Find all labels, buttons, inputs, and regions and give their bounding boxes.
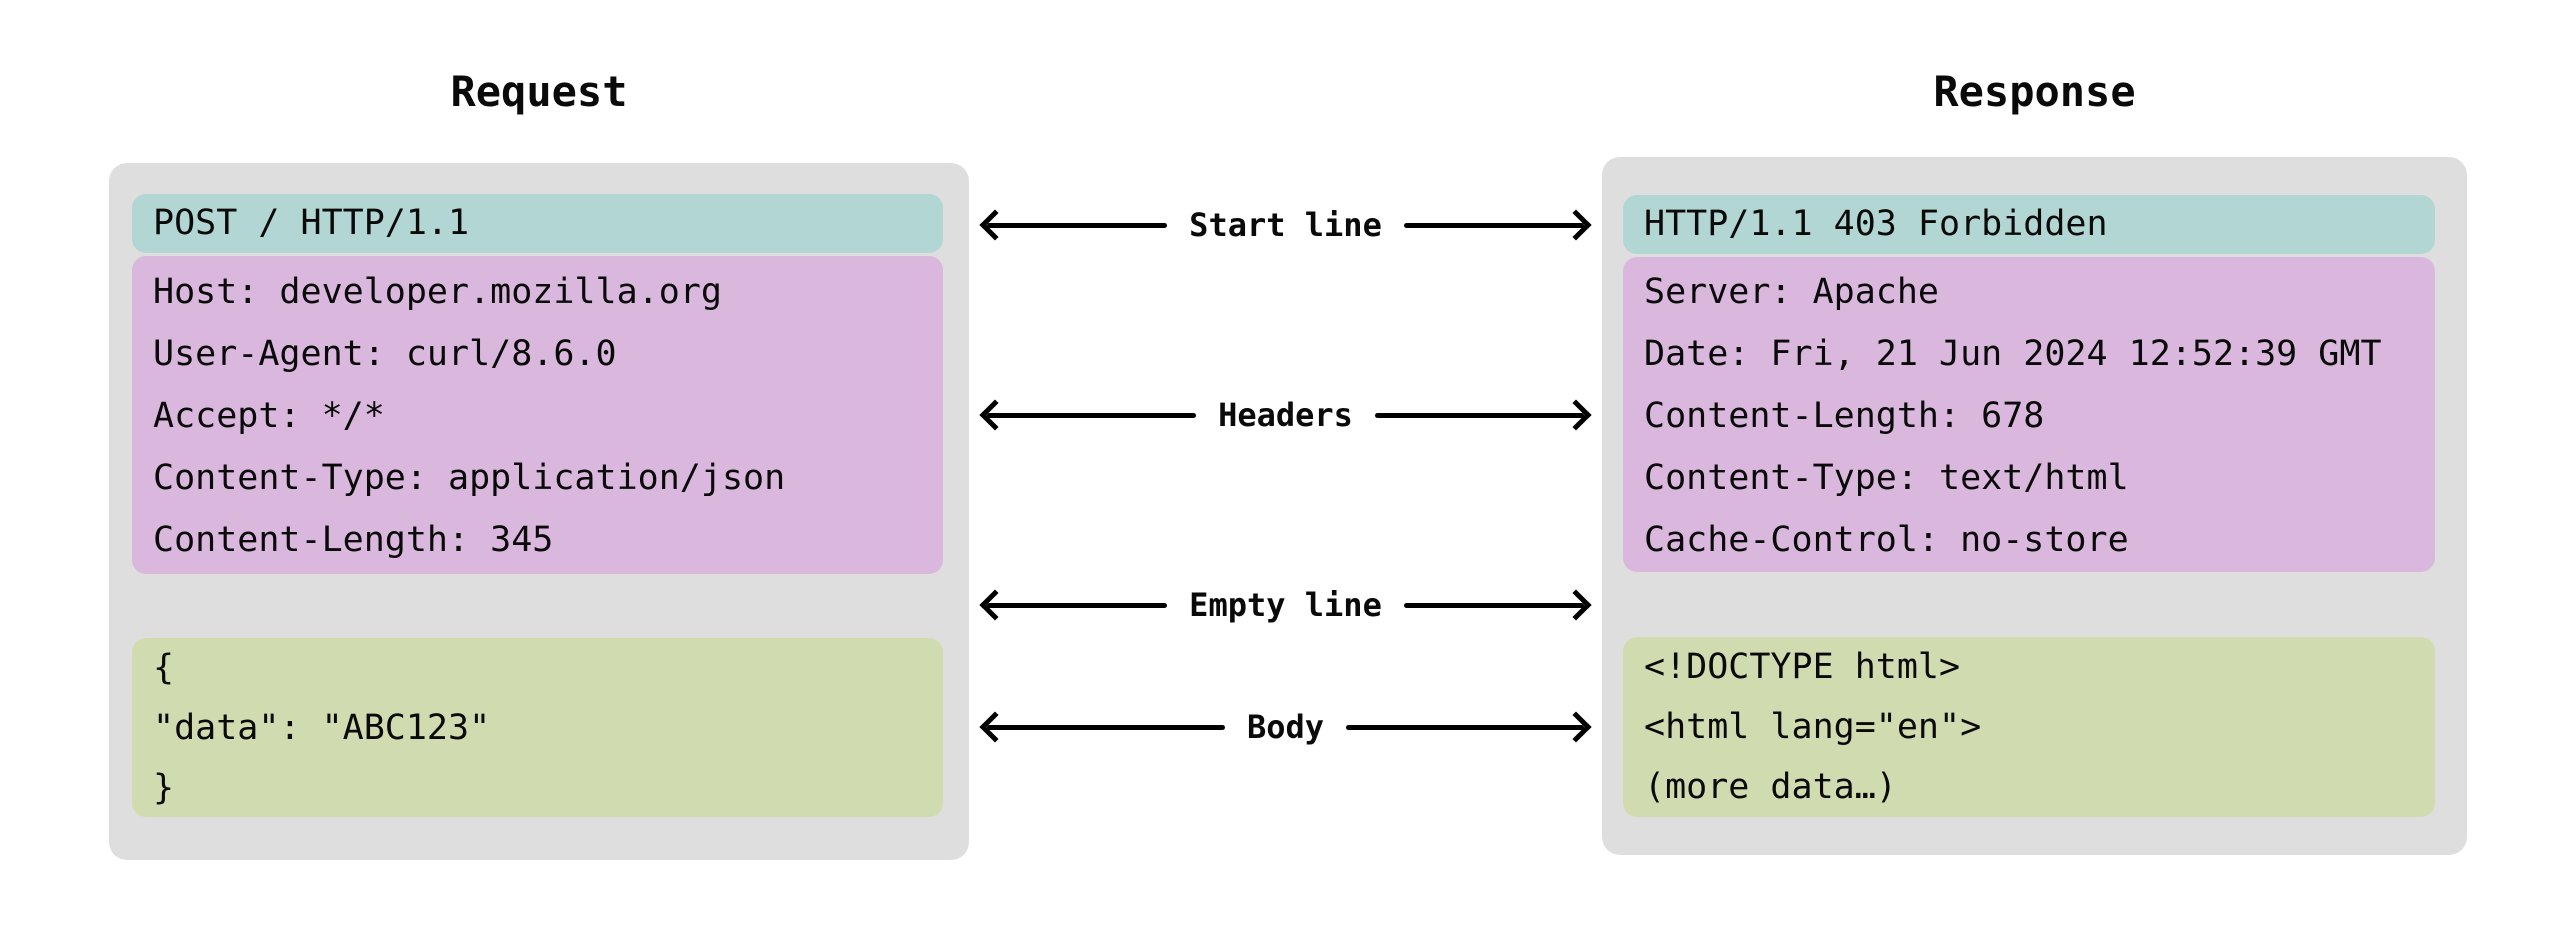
- left-arrow-icon: [987, 222, 1168, 228]
- right-arrow-icon: [1403, 222, 1584, 228]
- response-body-line: <!DOCTYPE html>: [1644, 647, 1961, 687]
- request-start-line-box: POST / HTTP/1.1: [132, 194, 943, 253]
- annotation-row-body: Body: [969, 703, 1602, 751]
- request-body-box: { "data": "ABC123" }: [132, 638, 943, 817]
- request-title: Request: [450, 67, 628, 116]
- response-header-line: Content-Type: text/html: [1644, 458, 2129, 498]
- response-body-box: <!DOCTYPE html> <html lang="en"> (more d…: [1623, 637, 2435, 817]
- right-arrow-icon: [1346, 724, 1584, 730]
- response-start-line-text: HTTP/1.1 403 Forbidden: [1644, 204, 2108, 244]
- request-header-line: Host: developer.mozilla.org: [153, 272, 722, 312]
- request-body-line: {: [153, 648, 175, 688]
- request-body-line: "data": "ABC123": [153, 708, 491, 748]
- request-header-line: Accept: */*: [153, 396, 385, 436]
- response-body-line: (more data…): [1644, 767, 1897, 807]
- left-arrow-icon: [987, 412, 1197, 418]
- request-header-line: Content-Length: 345: [153, 520, 554, 560]
- response-start-line-box: HTTP/1.1 403 Forbidden: [1623, 195, 2435, 254]
- annotations-column: Start line Headers Empty line Body: [969, 0, 1602, 947]
- request-panel: POST / HTTP/1.1 Host: developer.mozilla.…: [109, 163, 969, 860]
- request-body-line: }: [153, 768, 175, 808]
- annotation-label-empty-line: Empty line: [1189, 586, 1382, 624]
- response-panel: HTTP/1.1 403 Forbidden Server: Apache Da…: [1602, 157, 2467, 855]
- request-headers-box: Host: developer.mozilla.org User-Agent: …: [132, 256, 943, 574]
- right-arrow-icon: [1374, 412, 1585, 418]
- annotation-row-headers: Headers: [969, 391, 1602, 439]
- request-start-line-text: POST / HTTP/1.1: [153, 203, 470, 243]
- request-header-line: User-Agent: curl/8.6.0: [153, 334, 617, 374]
- annotation-label-body: Body: [1246, 708, 1325, 746]
- left-arrow-icon: [987, 724, 1225, 730]
- response-header-line: Server: Apache: [1644, 272, 1940, 312]
- left-arrow-icon: [987, 602, 1168, 608]
- annotation-label-start-line: Start line: [1189, 206, 1382, 244]
- right-arrow-icon: [1403, 602, 1584, 608]
- annotation-row-start-line: Start line: [969, 201, 1602, 249]
- response-body-line: <html lang="en">: [1644, 707, 1982, 747]
- response-header-line: Cache-Control: no-store: [1644, 520, 2129, 560]
- request-header-line: Content-Type: application/json: [153, 458, 786, 498]
- response-header-line: Date: Fri, 21 Jun 2024 12:52:39 GMT: [1644, 334, 2382, 374]
- response-title: Response: [1933, 67, 2136, 116]
- annotation-row-empty-line: Empty line: [969, 581, 1602, 629]
- annotation-label-headers: Headers: [1218, 396, 1353, 434]
- response-header-line: Content-Length: 678: [1644, 396, 2045, 436]
- response-headers-box: Server: Apache Date: Fri, 21 Jun 2024 12…: [1623, 257, 2435, 572]
